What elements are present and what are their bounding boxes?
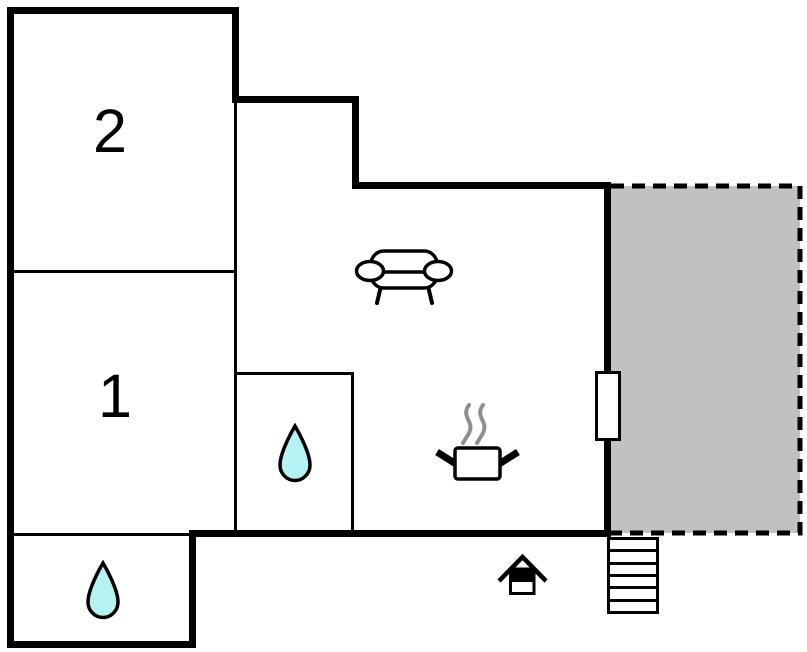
cooking-pot-steam-icon xyxy=(435,403,520,481)
stair-step xyxy=(610,540,656,550)
wall-left xyxy=(7,7,14,648)
room-label-bedroom-1: 1 xyxy=(98,362,132,430)
stair-step xyxy=(610,586,656,599)
terrace-dashed-border xyxy=(611,183,803,536)
wall-bathroom-right xyxy=(351,375,354,533)
wall-bathroom-top xyxy=(237,372,354,375)
stair-step xyxy=(610,598,656,611)
wall-living-top xyxy=(352,182,611,189)
stairs xyxy=(607,537,659,614)
wall-bedroom2-right xyxy=(232,7,239,103)
wall-right xyxy=(604,182,611,537)
wall-utility-top xyxy=(14,533,189,536)
water-drop-icon xyxy=(86,560,120,620)
wall-utility-right xyxy=(189,535,196,648)
terrace xyxy=(611,183,803,536)
wall-step-vertical xyxy=(352,96,359,189)
stair-step xyxy=(610,573,656,587)
wall-interior-vertical xyxy=(234,103,237,535)
wall-step-horizontal xyxy=(232,96,359,103)
house-icon xyxy=(497,553,548,595)
wall-bottom xyxy=(7,641,196,648)
room-label-bedroom-2: 2 xyxy=(93,97,127,165)
sofa-icon xyxy=(354,249,454,305)
wall-bedroom-divider xyxy=(14,270,235,273)
wall-main-bottom xyxy=(189,530,611,537)
stair-step xyxy=(610,561,656,574)
stair-step xyxy=(610,549,656,562)
water-drop-icon xyxy=(278,423,312,483)
terrace-door xyxy=(595,371,621,441)
wall-top xyxy=(7,7,239,14)
